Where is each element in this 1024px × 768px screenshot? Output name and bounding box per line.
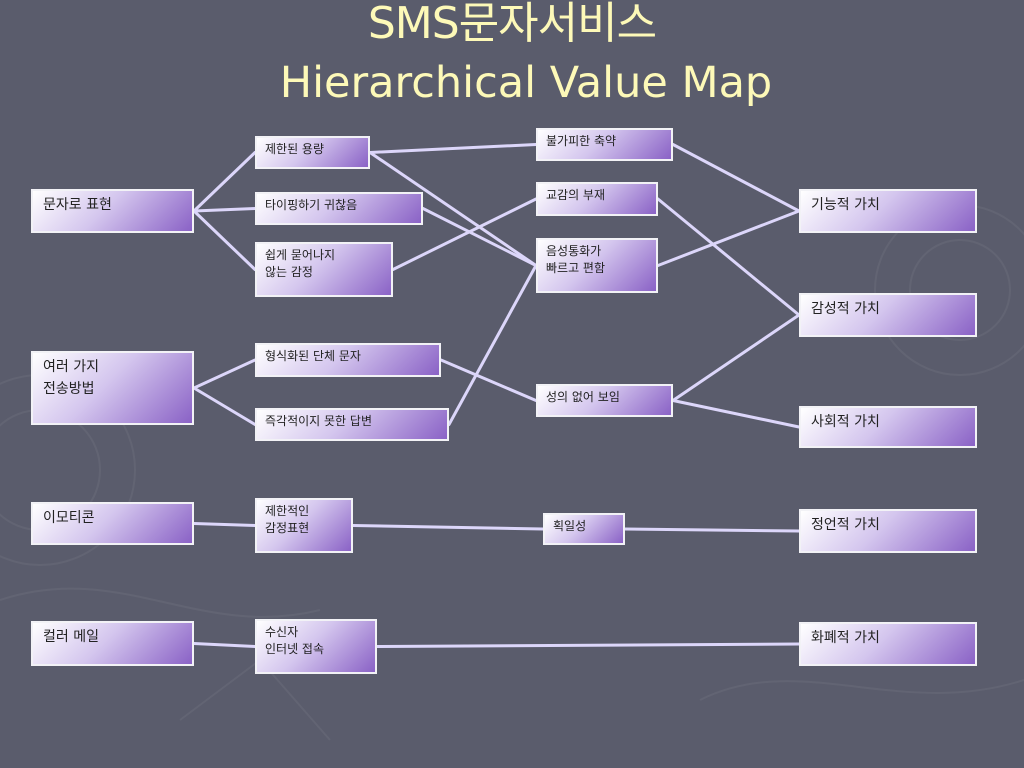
link-m4-v3 [671,399,801,429]
node-functional-value: 기능적 가치 [799,189,977,233]
node-uniformity: 획일성 [543,513,625,545]
node-limited-capacity: 제한된 용량 [255,136,370,169]
link-c1-m1 [368,143,538,154]
link-m3-v1 [656,209,801,267]
link-a2-c5 [192,386,257,426]
node-categorical-value: 정언적 가치 [799,509,977,553]
link-m2-v2 [656,197,801,317]
link-c5-m3 [447,264,538,426]
link-m1-v1 [671,143,801,213]
node-recipient-internet-access: 수신자 인터넷 접속 [255,619,377,674]
link-a2-c4 [192,358,257,390]
node-emoticon: 이모티콘 [31,502,194,545]
link-a1-c1 [192,151,257,213]
title-line-2: Hierarchical Value Map [279,58,773,108]
link-c6-m5 [351,524,545,531]
link-c1-m3 [368,151,538,267]
link-c7-v5 [375,642,801,648]
node-formatted-group-message: 형식화된 단체 문자 [255,343,441,377]
link-a4-c7 [192,642,257,648]
node-emotional-value: 감성적 가치 [799,293,977,337]
node-monetary-value: 화폐적 가치 [799,622,977,666]
node-limited-emotion-expression: 제한적인 감정표현 [255,498,353,553]
link-m4-v2 [671,313,801,402]
node-emotion-not-conveyed: 쉽게 묻어나지 않는 감정 [255,242,393,297]
link-c4-m4 [439,358,538,402]
link-a1-c3 [192,209,257,271]
node-looks-insincere: 성의 없어 보임 [536,384,673,417]
node-lack-of-rapport: 교감의 부재 [536,182,658,216]
link-c3-m2 [391,197,538,271]
link-a1-c2 [192,207,257,213]
link-c2-m3 [421,207,538,267]
node-non-immediate-reply: 즉각적이지 못한 답변 [255,408,449,441]
node-voice-call-faster: 음성통화가 빠르고 편함 [536,238,658,293]
node-multiple-delivery-methods: 여러 가지 전송방법 [31,351,194,425]
node-text-expression: 문자로 표현 [31,189,194,233]
node-color-mail: 컬러 메일 [31,621,194,666]
node-typing-annoying: 타이핑하기 귀찮음 [255,192,423,225]
title-line-1: SMS문자서비스 [367,0,657,49]
link-m5-v4 [623,527,801,533]
node-unavoidable-abbreviation: 불가피한 축약 [536,128,673,161]
link-a3-c6 [192,522,257,527]
node-social-value: 사회적 가치 [799,406,977,448]
